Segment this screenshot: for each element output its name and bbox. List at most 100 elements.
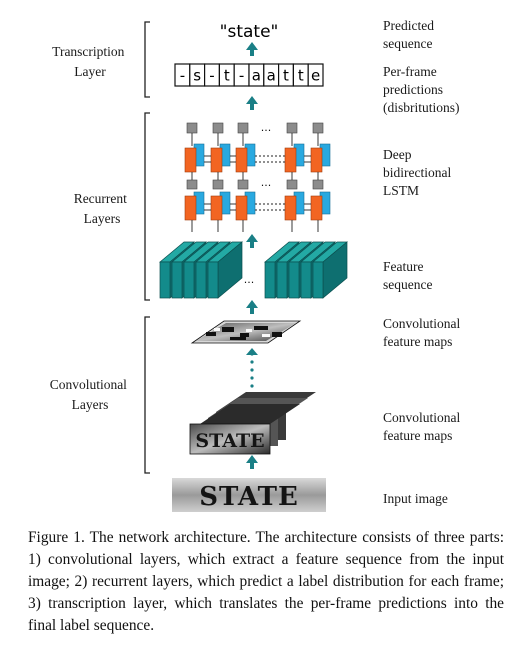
lstm-forward-cell <box>310 195 323 221</box>
label-line: Convolutional <box>50 377 127 392</box>
frame-cell-char: s <box>193 67 201 85</box>
label-line: Layers <box>72 397 109 412</box>
lstm-forward-cell <box>235 195 248 221</box>
feature-column-front <box>288 261 300 299</box>
frame-cell-char: e <box>311 67 320 85</box>
up-arrow-shaft <box>250 307 254 314</box>
label-line: (disbritutions) <box>383 100 460 115</box>
label-line: sequence <box>383 277 432 292</box>
recurrent-layers-label: Recurrent Layers <box>74 191 131 226</box>
frame-cell-char: a <box>267 67 276 85</box>
up-arrow-shaft <box>250 103 254 110</box>
input-image: STATE <box>172 478 326 512</box>
bracket-recurrent <box>144 112 150 301</box>
input-word: STATE <box>199 482 299 512</box>
up-arrow-shaft <box>250 462 254 469</box>
flow-arrows <box>246 42 258 469</box>
predicted-sequence-text: "state" <box>220 22 279 42</box>
up-arrow-head <box>246 300 258 308</box>
label-line: Layer <box>74 64 106 79</box>
lstm-hidden-node <box>186 179 198 190</box>
lstm-output-node <box>212 122 224 134</box>
feature-column-front <box>207 261 219 299</box>
frame-cell-char: t <box>298 67 304 85</box>
lstm-output-node <box>186 122 198 134</box>
lstm-forward-cell <box>310 147 323 173</box>
lstm-forward-cell <box>284 147 297 173</box>
frame-cell-char: - <box>209 67 214 85</box>
predicted-sequence-label: Predicted sequence <box>383 18 437 51</box>
lstm-output-node <box>286 122 298 134</box>
up-arrow-head <box>246 42 258 50</box>
input-image-label: Input image <box>383 491 448 506</box>
label-line: feature maps <box>383 428 452 443</box>
label-line: predictions <box>383 82 443 97</box>
per-frame-predictions-label: Per-frame predictions (disbritutions) <box>383 64 460 115</box>
feature-column-front <box>312 261 324 299</box>
up-arrow-shaft <box>250 49 254 56</box>
label-line: bidirectional <box>383 165 451 180</box>
bracket-transcription <box>144 21 150 98</box>
label-line: Feature <box>383 259 423 274</box>
lstm-ellipsis: ... <box>261 176 272 189</box>
label-line: Convolutional <box>383 316 460 331</box>
conv-feature-maps-bottom-label: Convolutional feature maps <box>383 410 464 443</box>
frame-cell-box <box>307 63 324 87</box>
feature-column-front <box>264 261 276 299</box>
feature-column-front <box>159 261 171 299</box>
conv-feature-maps-bottom: STATE <box>189 392 316 455</box>
label-line: Transcription <box>52 44 125 59</box>
lstm-output-node <box>237 122 249 134</box>
frame-cell-char: - <box>239 67 244 85</box>
convolutional-layers-label: Convolutional Layers <box>50 377 131 412</box>
frame-cell-char: a <box>252 67 261 85</box>
frame-cell-char: - <box>180 67 185 85</box>
lstm-output-node <box>312 122 324 134</box>
feature-column-front <box>195 261 207 299</box>
lstm-ellipsis: ... <box>261 121 272 134</box>
feature-column-front <box>183 261 195 299</box>
frame-cell-char: t <box>283 67 289 85</box>
lstm-hidden-node <box>286 179 298 190</box>
label-line: Predicted <box>383 18 434 33</box>
lstm-forward-cell <box>235 147 248 173</box>
dotted-connector <box>250 360 254 364</box>
figure-caption: Figure 1. The network architecture. The … <box>28 529 504 634</box>
label-line: Recurrent <box>74 191 127 206</box>
lstm-forward-cell <box>210 195 223 221</box>
up-arrow-shaft <box>250 241 254 248</box>
label-line: feature maps <box>383 334 452 349</box>
feature-sequence-columns: ... <box>159 241 348 299</box>
transcription-layer-label: Transcription Layer <box>52 44 128 79</box>
dotted-connector <box>250 384 254 388</box>
dotted-connector <box>250 368 254 372</box>
up-arrow-head <box>246 234 258 242</box>
feature-sequence-label: Feature sequence <box>383 259 432 292</box>
label-line: LSTM <box>383 183 419 198</box>
lstm-hidden-node <box>212 179 224 190</box>
feature-column-front <box>171 261 183 299</box>
lstm-hidden-node <box>312 179 324 190</box>
feature-column-front <box>300 261 312 299</box>
label-line: Layers <box>84 211 121 226</box>
lstm-network: ...... <box>184 121 331 232</box>
lstm-hidden-node <box>237 179 249 190</box>
distorted-word-image: STATE <box>195 430 264 452</box>
feature-column-front <box>276 261 288 299</box>
dotted-connector <box>250 376 254 380</box>
conv-feature-maps-top-label: Convolutional feature maps <box>383 316 464 349</box>
lstm-label: Deep bidirectional LSTM <box>383 147 455 198</box>
lstm-forward-cell <box>184 147 197 173</box>
bracket-convolutional <box>144 316 150 474</box>
up-arrow-head <box>246 348 258 355</box>
label-line: Convolutional <box>383 410 460 425</box>
label-line: Per-frame <box>383 64 437 79</box>
network-architecture-diagram: Transcription Layer Recurrent Layers Con… <box>50 18 464 512</box>
lstm-forward-cell <box>284 195 297 221</box>
up-arrow-head <box>246 455 258 463</box>
frame-cell-char: t <box>224 67 230 85</box>
lstm-forward-cell <box>210 147 223 173</box>
label-line: sequence <box>383 36 432 51</box>
conv-feature-maps-top <box>190 320 302 344</box>
